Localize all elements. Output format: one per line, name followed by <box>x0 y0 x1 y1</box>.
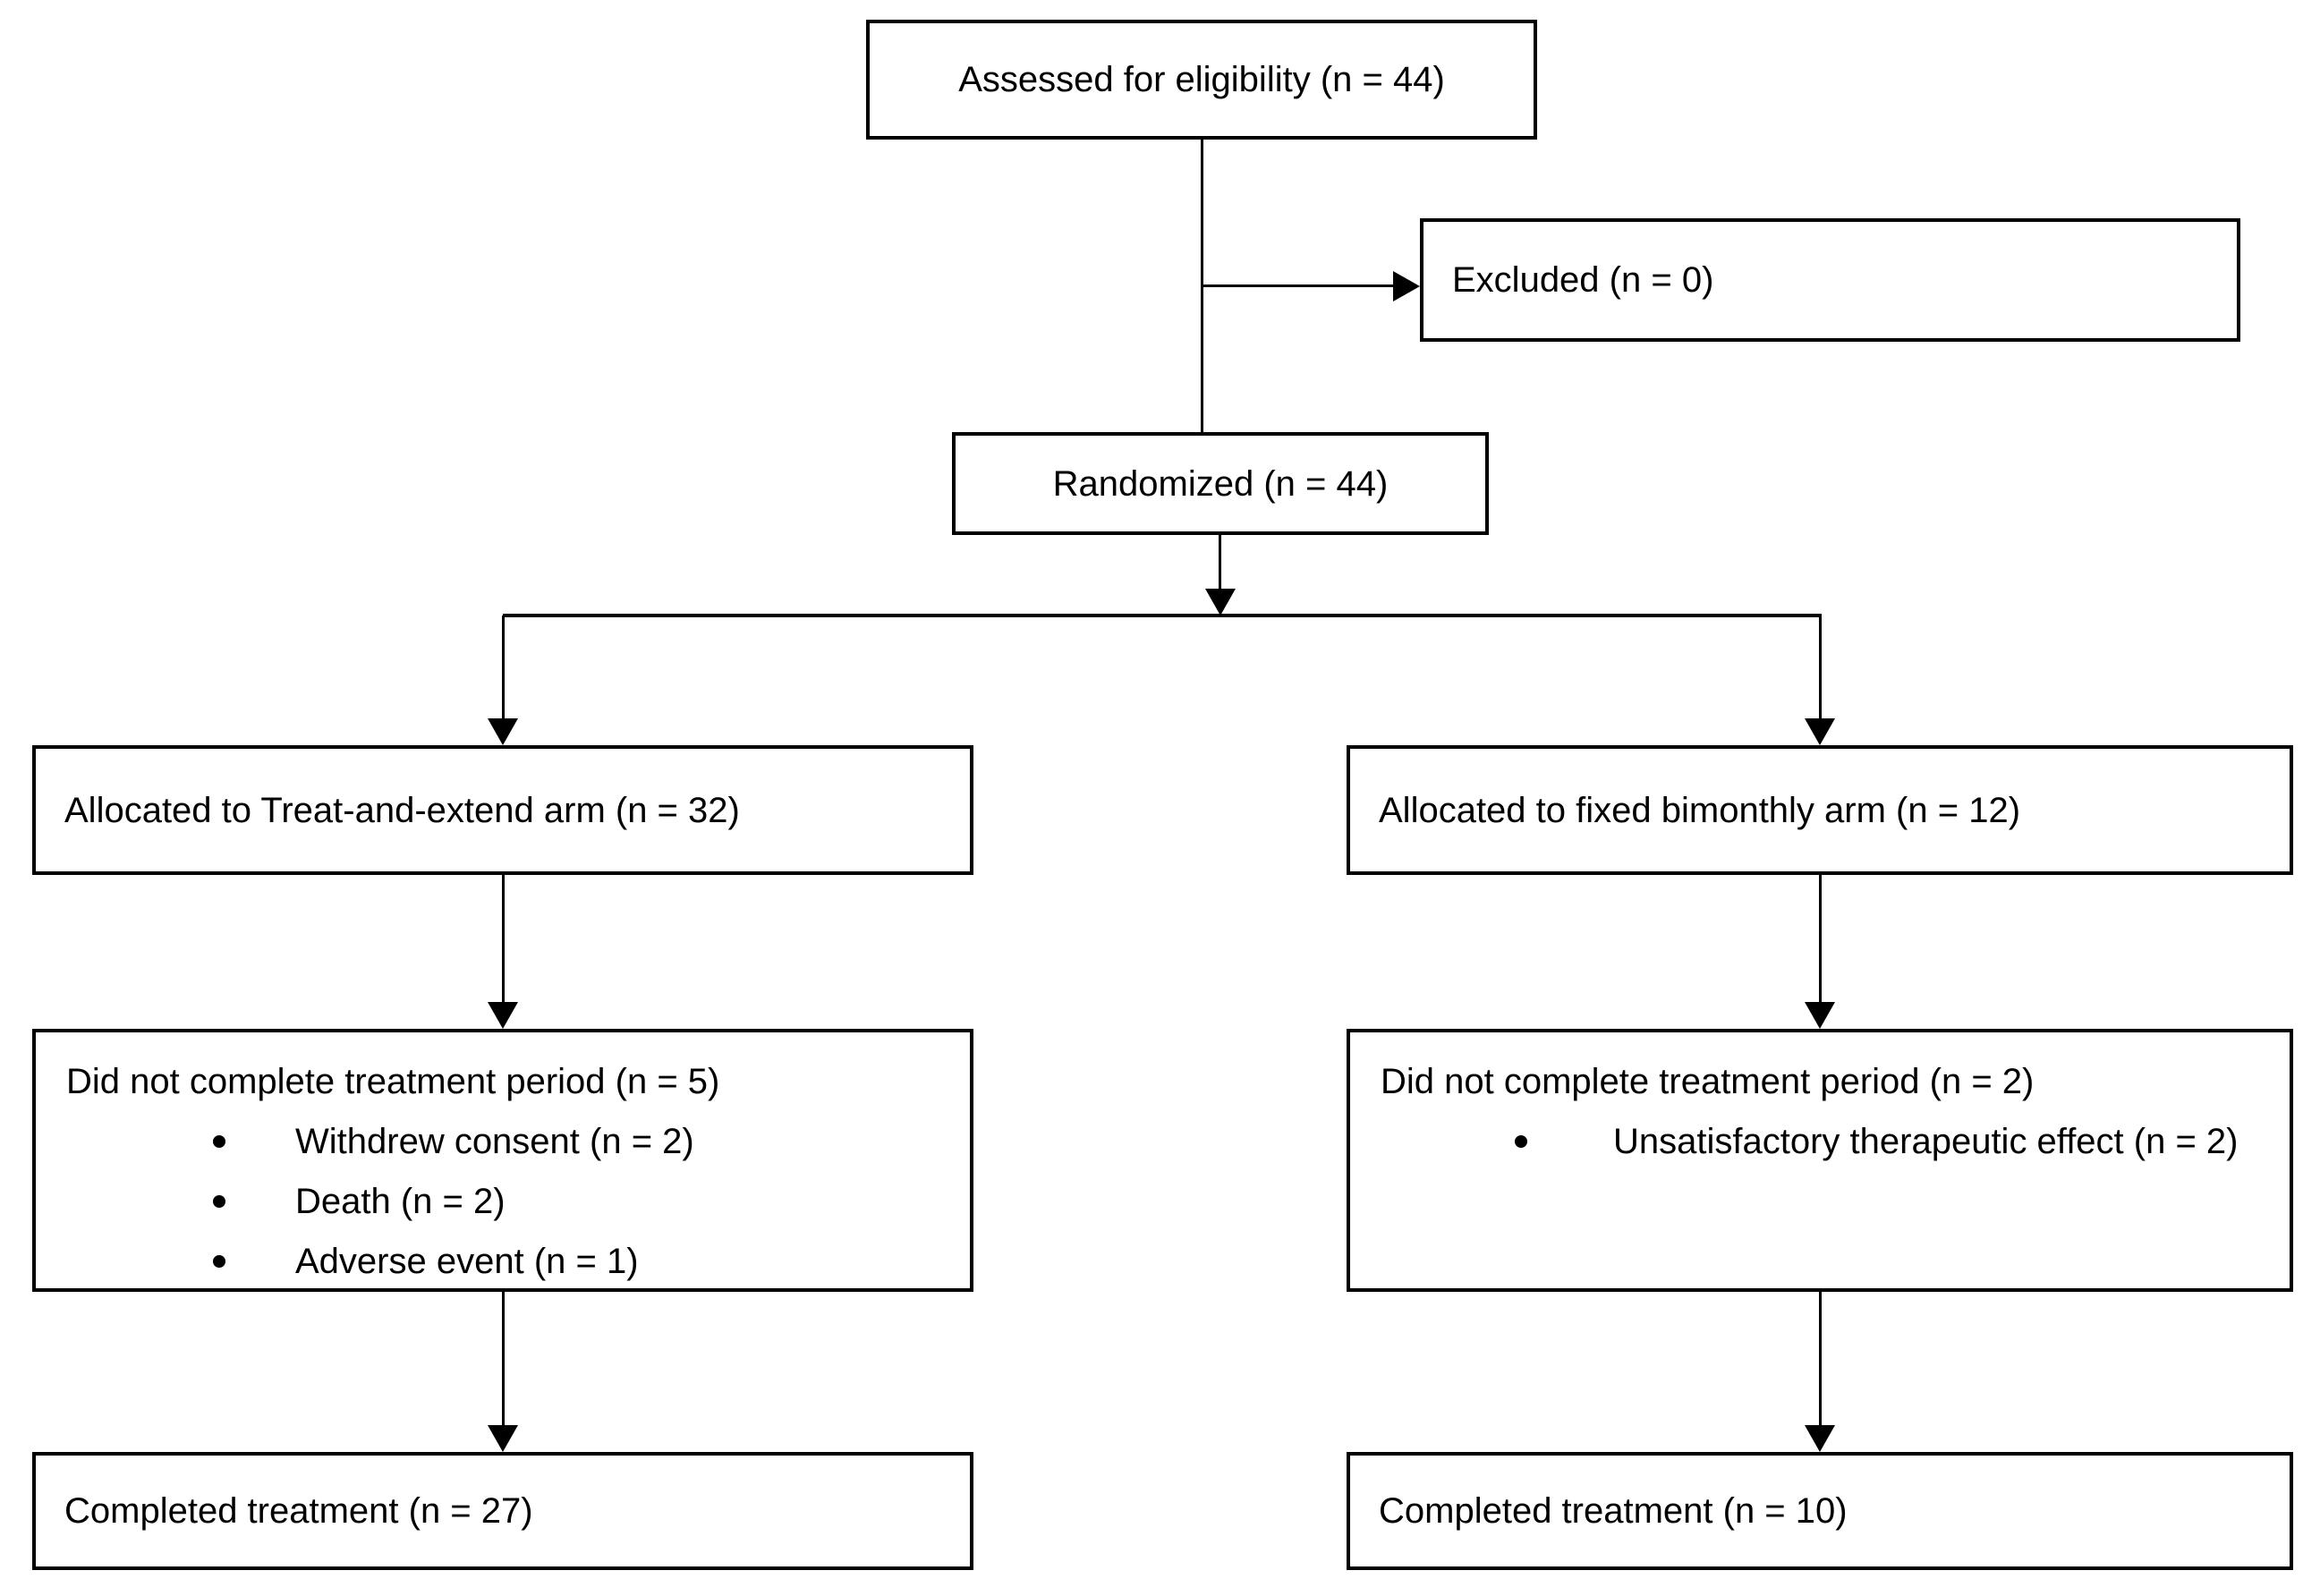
dnc-left-reason: Withdrew consent (n = 2) <box>295 1122 694 1161</box>
completed-right-arrowhead <box>1805 1425 1835 1452</box>
allocated-right-label: Allocated to fixed bimonthly arm (n = 12… <box>1379 790 2021 830</box>
dnc-left-reason: Adverse event (n = 1) <box>295 1242 639 1281</box>
excluded-label: Excluded (n = 0) <box>1452 260 1714 300</box>
connector-dnc-to-completed-left <box>502 1292 505 1426</box>
excluded-box: Excluded (n = 0) <box>1420 218 2240 342</box>
connector-to-excluded <box>1202 284 1393 287</box>
connector-split-to-allocated-right <box>1819 615 1822 719</box>
dnc-right-title: Did not complete treatment period (n = 2… <box>1381 1062 2035 1101</box>
did-not-complete-left-box: Did not complete treatment period (n = 5… <box>32 1029 973 1292</box>
dnc-left-title: Did not complete treatment period (n = 5… <box>66 1062 720 1101</box>
randomized-box: Randomized (n = 44) <box>952 432 1489 535</box>
allocated-right-arrowhead <box>1805 718 1835 745</box>
allocated-left-label: Allocated to Treat-and-extend arm (n = 3… <box>64 790 740 830</box>
bullet-icon <box>1515 1135 1527 1148</box>
completed-right-label: Completed treatment (n = 10) <box>1379 1491 1848 1531</box>
list-item: Unsatisfactory therapeutic effect (n = 2… <box>1515 1112 2265 1172</box>
dnc-left-reason: Death (n = 2) <box>295 1182 506 1221</box>
list-item: Death (n = 2) <box>213 1172 945 1232</box>
split-horizontal-line <box>503 614 1822 617</box>
allocated-treat-and-extend-box: Allocated to Treat-and-extend arm (n = 3… <box>32 745 973 875</box>
connector-dnc-to-completed-right <box>1819 1292 1822 1426</box>
split-arrowhead <box>1205 589 1236 615</box>
dnc-right-reason-list: Unsatisfactory therapeutic effect (n = 2… <box>1381 1112 2265 1172</box>
dnc-right-arrowhead <box>1805 1002 1835 1029</box>
allocated-fixed-bimonthly-box: Allocated to fixed bimonthly arm (n = 12… <box>1347 745 2293 875</box>
list-item: Adverse event (n = 1) <box>213 1232 945 1292</box>
completed-treatment-right-box: Completed treatment (n = 10) <box>1347 1452 2293 1570</box>
allocated-left-arrowhead <box>488 718 518 745</box>
assessed-label: Assessed for eligibility (n = 44) <box>958 60 1445 99</box>
dnc-left-reason-list: Withdrew consent (n = 2) Death (n = 2) A… <box>66 1112 945 1292</box>
connector-allocated-to-dnc-left <box>502 875 505 1003</box>
completed-left-arrowhead <box>488 1425 518 1452</box>
connector-split-to-allocated-left <box>502 615 505 719</box>
connector-allocated-to-dnc-right <box>1819 875 1822 1003</box>
completed-left-label: Completed treatment (n = 27) <box>64 1491 533 1531</box>
assessed-for-eligibility-box: Assessed for eligibility (n = 44) <box>866 20 1537 140</box>
list-item: Withdrew consent (n = 2) <box>213 1112 945 1172</box>
completed-treatment-left-box: Completed treatment (n = 27) <box>32 1452 973 1570</box>
bullet-icon <box>213 1135 225 1148</box>
did-not-complete-right-box: Did not complete treatment period (n = 2… <box>1347 1029 2293 1292</box>
connector-randomized-to-split <box>1219 535 1221 590</box>
bullet-icon <box>213 1255 225 1268</box>
excluded-arrowhead <box>1393 271 1420 301</box>
dnc-right-reason: Unsatisfactory therapeutic effect (n = 2… <box>1613 1122 2239 1161</box>
randomized-label: Randomized (n = 44) <box>1052 463 1389 504</box>
dnc-left-arrowhead <box>488 1002 518 1029</box>
bullet-icon <box>213 1195 225 1208</box>
